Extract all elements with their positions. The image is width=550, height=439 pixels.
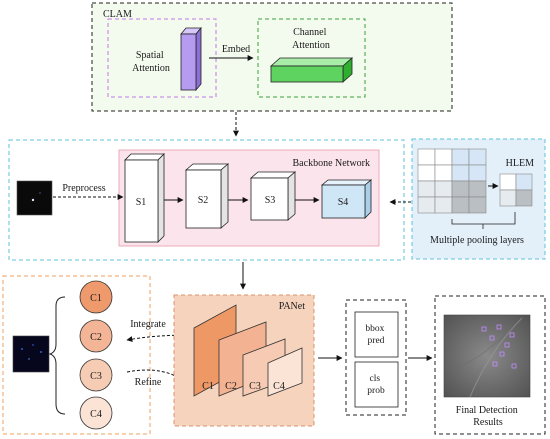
detection-result-image	[443, 314, 531, 398]
heads-module: bbox pred cls prob	[345, 299, 407, 416]
stage-s1: S1	[124, 153, 165, 243]
cls-prob-box	[354, 361, 399, 408]
circle-c1: C1	[79, 280, 113, 314]
circle-c1-label: C1	[90, 293, 102, 304]
backbone-module: Backbone Network Preprocess S1 S2	[8, 139, 405, 261]
panet-level-c1: C1	[202, 381, 214, 392]
hlem-module: HLEM Multi	[411, 138, 546, 260]
stage-s3-label: S3	[265, 195, 276, 206]
hlem-title: HLEM	[506, 158, 534, 169]
channel-attention-label: Channel Attention	[292, 27, 330, 51]
input-image	[16, 180, 53, 216]
channel-attention-bar	[269, 57, 354, 83]
panet-module: PANet C1 C2 C3 C4	[173, 294, 315, 427]
feature-box	[2, 275, 151, 435]
stage-s1-label: S1	[136, 197, 147, 208]
results-module: Final Detection Results	[434, 295, 546, 435]
pooling-output-grid	[499, 173, 533, 207]
panet-level-c4: C4	[273, 381, 285, 392]
refine-label: Refine	[135, 377, 162, 388]
results-caption: Final Detection Results	[456, 405, 520, 428]
feature-brace	[48, 296, 66, 415]
stage-s4-label: S4	[338, 197, 349, 208]
panet-level-c2: C2	[225, 381, 237, 392]
panet-title: PANet	[279, 301, 306, 312]
backbone-outer-box	[8, 139, 405, 261]
pooling-input-grid	[417, 148, 487, 214]
embed-label: Embed	[222, 44, 250, 55]
preprocess-label: Preprocess	[62, 183, 105, 194]
circle-c4: C4	[79, 396, 113, 430]
feature-thumbnail	[12, 335, 50, 373]
circle-c3-label: C3	[90, 371, 102, 382]
stage-s3: S3	[249, 171, 297, 221]
bbox-pred-label: bbox pred	[365, 324, 386, 346]
cls-prob-label: cls prob	[367, 374, 385, 396]
feature-module: C1 C2 C3 C4	[2, 275, 151, 435]
clam-module: CLAM Spatial Attention Embed Channel Att…	[91, 2, 453, 112]
circle-c2: C2	[79, 319, 113, 353]
bbox-pred-box	[354, 311, 399, 358]
stage-s2-label: S2	[198, 195, 209, 206]
circle-c2-label: C2	[90, 332, 102, 343]
integrate-label: Integrate	[130, 319, 166, 330]
backbone-title: Backbone Network	[293, 158, 370, 169]
spatial-attention-bar	[180, 26, 202, 92]
spatial-attention-label: Spatial Attention	[132, 50, 170, 74]
clam-title: CLAM	[103, 9, 132, 20]
stage-s2: S2	[184, 163, 230, 229]
circle-c3: C3	[79, 358, 113, 392]
circle-c4-label: C4	[90, 409, 102, 420]
clam-box	[91, 2, 453, 112]
stage-s4: S4	[320, 179, 373, 219]
panet-level-c3: C3	[249, 381, 261, 392]
pooling-brace	[451, 212, 516, 229]
hlem-caption: Multiple pooling layers	[430, 235, 524, 246]
panet-layer-c4	[267, 347, 303, 397]
channel-attention-box	[257, 18, 366, 98]
